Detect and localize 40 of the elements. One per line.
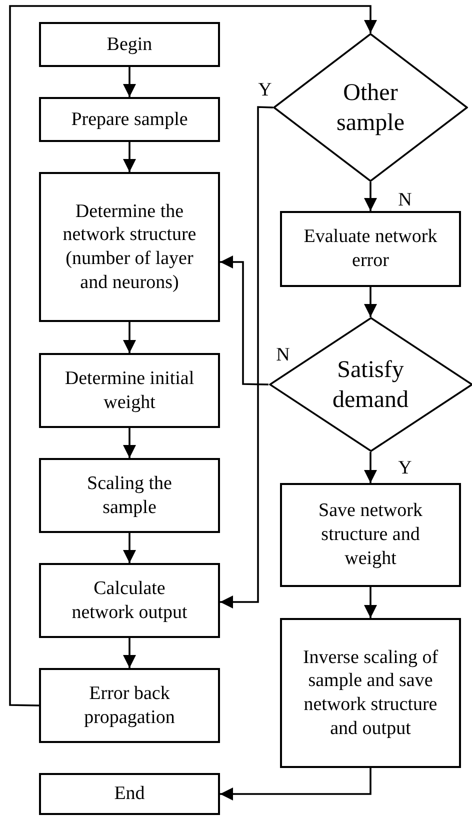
node-text: Determine initial weight [64, 366, 196, 414]
arrow [9, 5, 377, 706]
node-text: Satisfy demand [332, 356, 410, 414]
process-box [39, 668, 220, 743]
node-text: Other sample [336, 78, 406, 138]
node-text: End [114, 782, 145, 806]
node-text: Error back propagation [83, 682, 176, 730]
process-box [39, 353, 220, 428]
arrow [364, 587, 377, 618]
process-box [39, 773, 220, 815]
node-text: Prepare sample [71, 108, 188, 132]
process-box [280, 211, 461, 287]
arrow [123, 533, 136, 563]
arrow [220, 768, 372, 800]
process-box [39, 172, 220, 322]
decision-diamond [268, 317, 472, 452]
arrow [123, 142, 136, 172]
process-box [39, 563, 220, 638]
arrow [364, 452, 377, 483]
arrow [123, 428, 136, 458]
decision-diamond [273, 33, 468, 182]
node-text: Inverse scaling of sample and save network structure and output [302, 646, 439, 740]
arrow [220, 256, 269, 386]
arrow [123, 638, 136, 668]
process-box [280, 618, 461, 768]
arrow [220, 106, 274, 608]
node-text: Begin [106, 32, 152, 56]
process-box [280, 483, 461, 587]
node-text: Determine the network structure (number of layer and neurons) [62, 200, 198, 294]
arrow [364, 182, 377, 211]
node-text: Evaluate network error [302, 225, 438, 273]
arrow [364, 287, 377, 317]
process-box [39, 458, 220, 533]
process-box [39, 97, 220, 142]
arrow [123, 322, 136, 353]
node-text: Scaling the sample [86, 472, 173, 520]
arrow [123, 67, 136, 97]
process-box [39, 22, 220, 67]
node-text: Save network structure and weight [318, 499, 424, 571]
node-text: Calculate network output [70, 576, 188, 624]
